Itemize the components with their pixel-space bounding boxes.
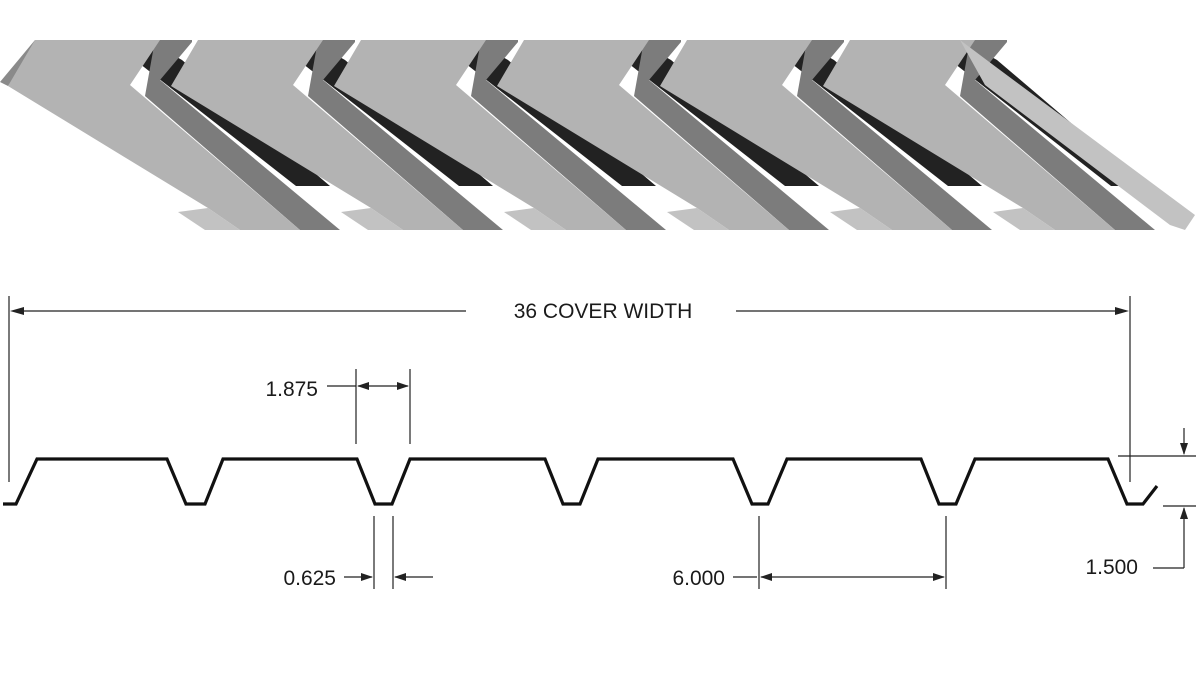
rib-front	[993, 208, 1055, 230]
rib-side	[308, 40, 503, 230]
rib-front	[830, 208, 892, 230]
rib-top-label: 1.875	[265, 378, 318, 401]
rib-side	[145, 40, 340, 230]
rib-top	[8, 40, 300, 230]
rib-bottom-label: 0.625	[283, 567, 336, 590]
rib-front	[504, 208, 566, 230]
panel-profile	[3, 457, 1159, 506]
cover-width-label: 36 COVER WIDTH	[514, 300, 693, 323]
rib-side	[471, 40, 666, 230]
rib-top	[497, 40, 789, 230]
dim-cover-width: 36 COVER WIDTH	[8, 296, 1131, 482]
rib-top	[334, 40, 626, 230]
rib-top	[171, 40, 463, 230]
panel-right-flange	[960, 40, 1195, 230]
rib-spacing-label: 6.000	[672, 567, 725, 590]
dim-rib-bottom: 0.625	[283, 516, 433, 590]
rib-front	[178, 208, 240, 230]
rib-side	[797, 40, 992, 230]
rib-front	[667, 208, 729, 230]
dim-rib-spacing: 6.000	[672, 516, 947, 590]
rib-top	[660, 40, 952, 230]
panel-3d-illustration	[0, 40, 1195, 230]
rib-top	[823, 40, 1115, 230]
dim-rib-height: 1.500	[1085, 428, 1196, 579]
profile-outline	[3, 457, 1159, 506]
dim-rib-top: 1.875	[265, 369, 411, 444]
rib-front	[341, 208, 403, 230]
rib-height-label: 1.500	[1085, 556, 1138, 579]
rib-side	[634, 40, 829, 230]
